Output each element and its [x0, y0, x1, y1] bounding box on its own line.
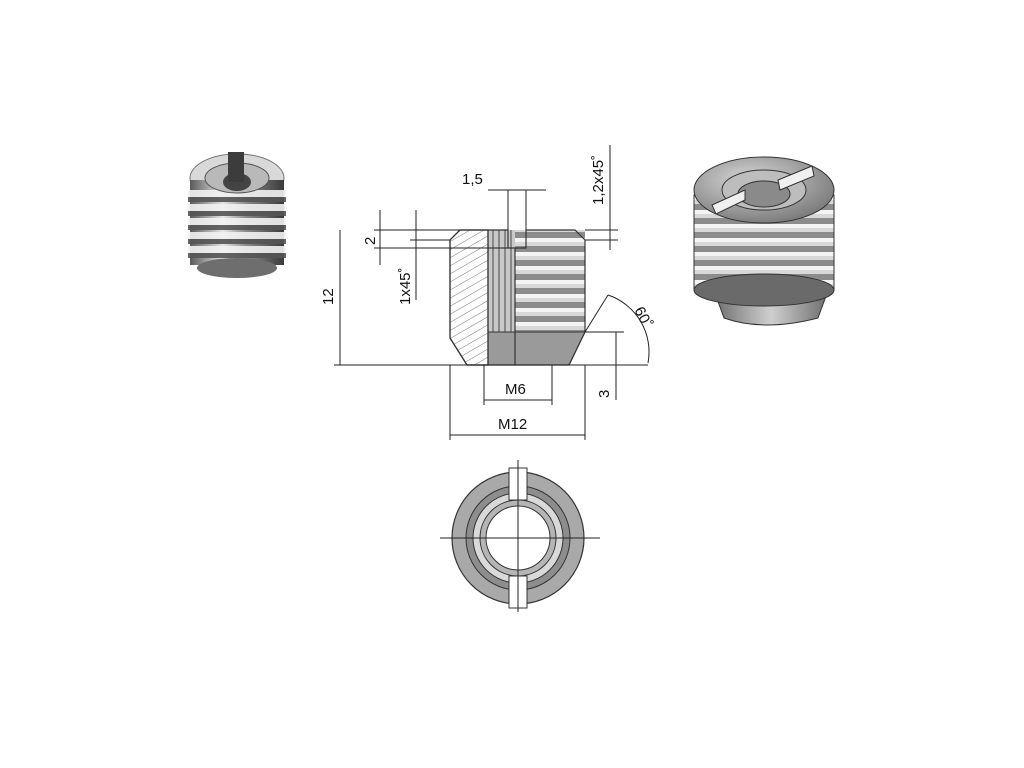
dim-slot-width: 1,5	[462, 171, 483, 188]
front-section-view	[449, 229, 586, 366]
top-view	[440, 460, 600, 612]
dimension-lines	[334, 145, 650, 440]
dim-inner-chamfer: 1x45˚	[397, 267, 414, 305]
dim-outer-thread: M12	[498, 416, 527, 433]
dim-cone-height: 3	[596, 390, 613, 398]
insert-photo	[188, 152, 286, 278]
insert-3d-render	[693, 156, 835, 326]
dim-inner-thread: M6	[505, 381, 526, 398]
dim-height: 12	[320, 288, 337, 305]
dim-cone-angle: 60˚	[630, 304, 655, 331]
dim-slot-depth: 2	[362, 237, 379, 245]
dim-top-chamfer: 1,2x45˚	[590, 155, 607, 205]
